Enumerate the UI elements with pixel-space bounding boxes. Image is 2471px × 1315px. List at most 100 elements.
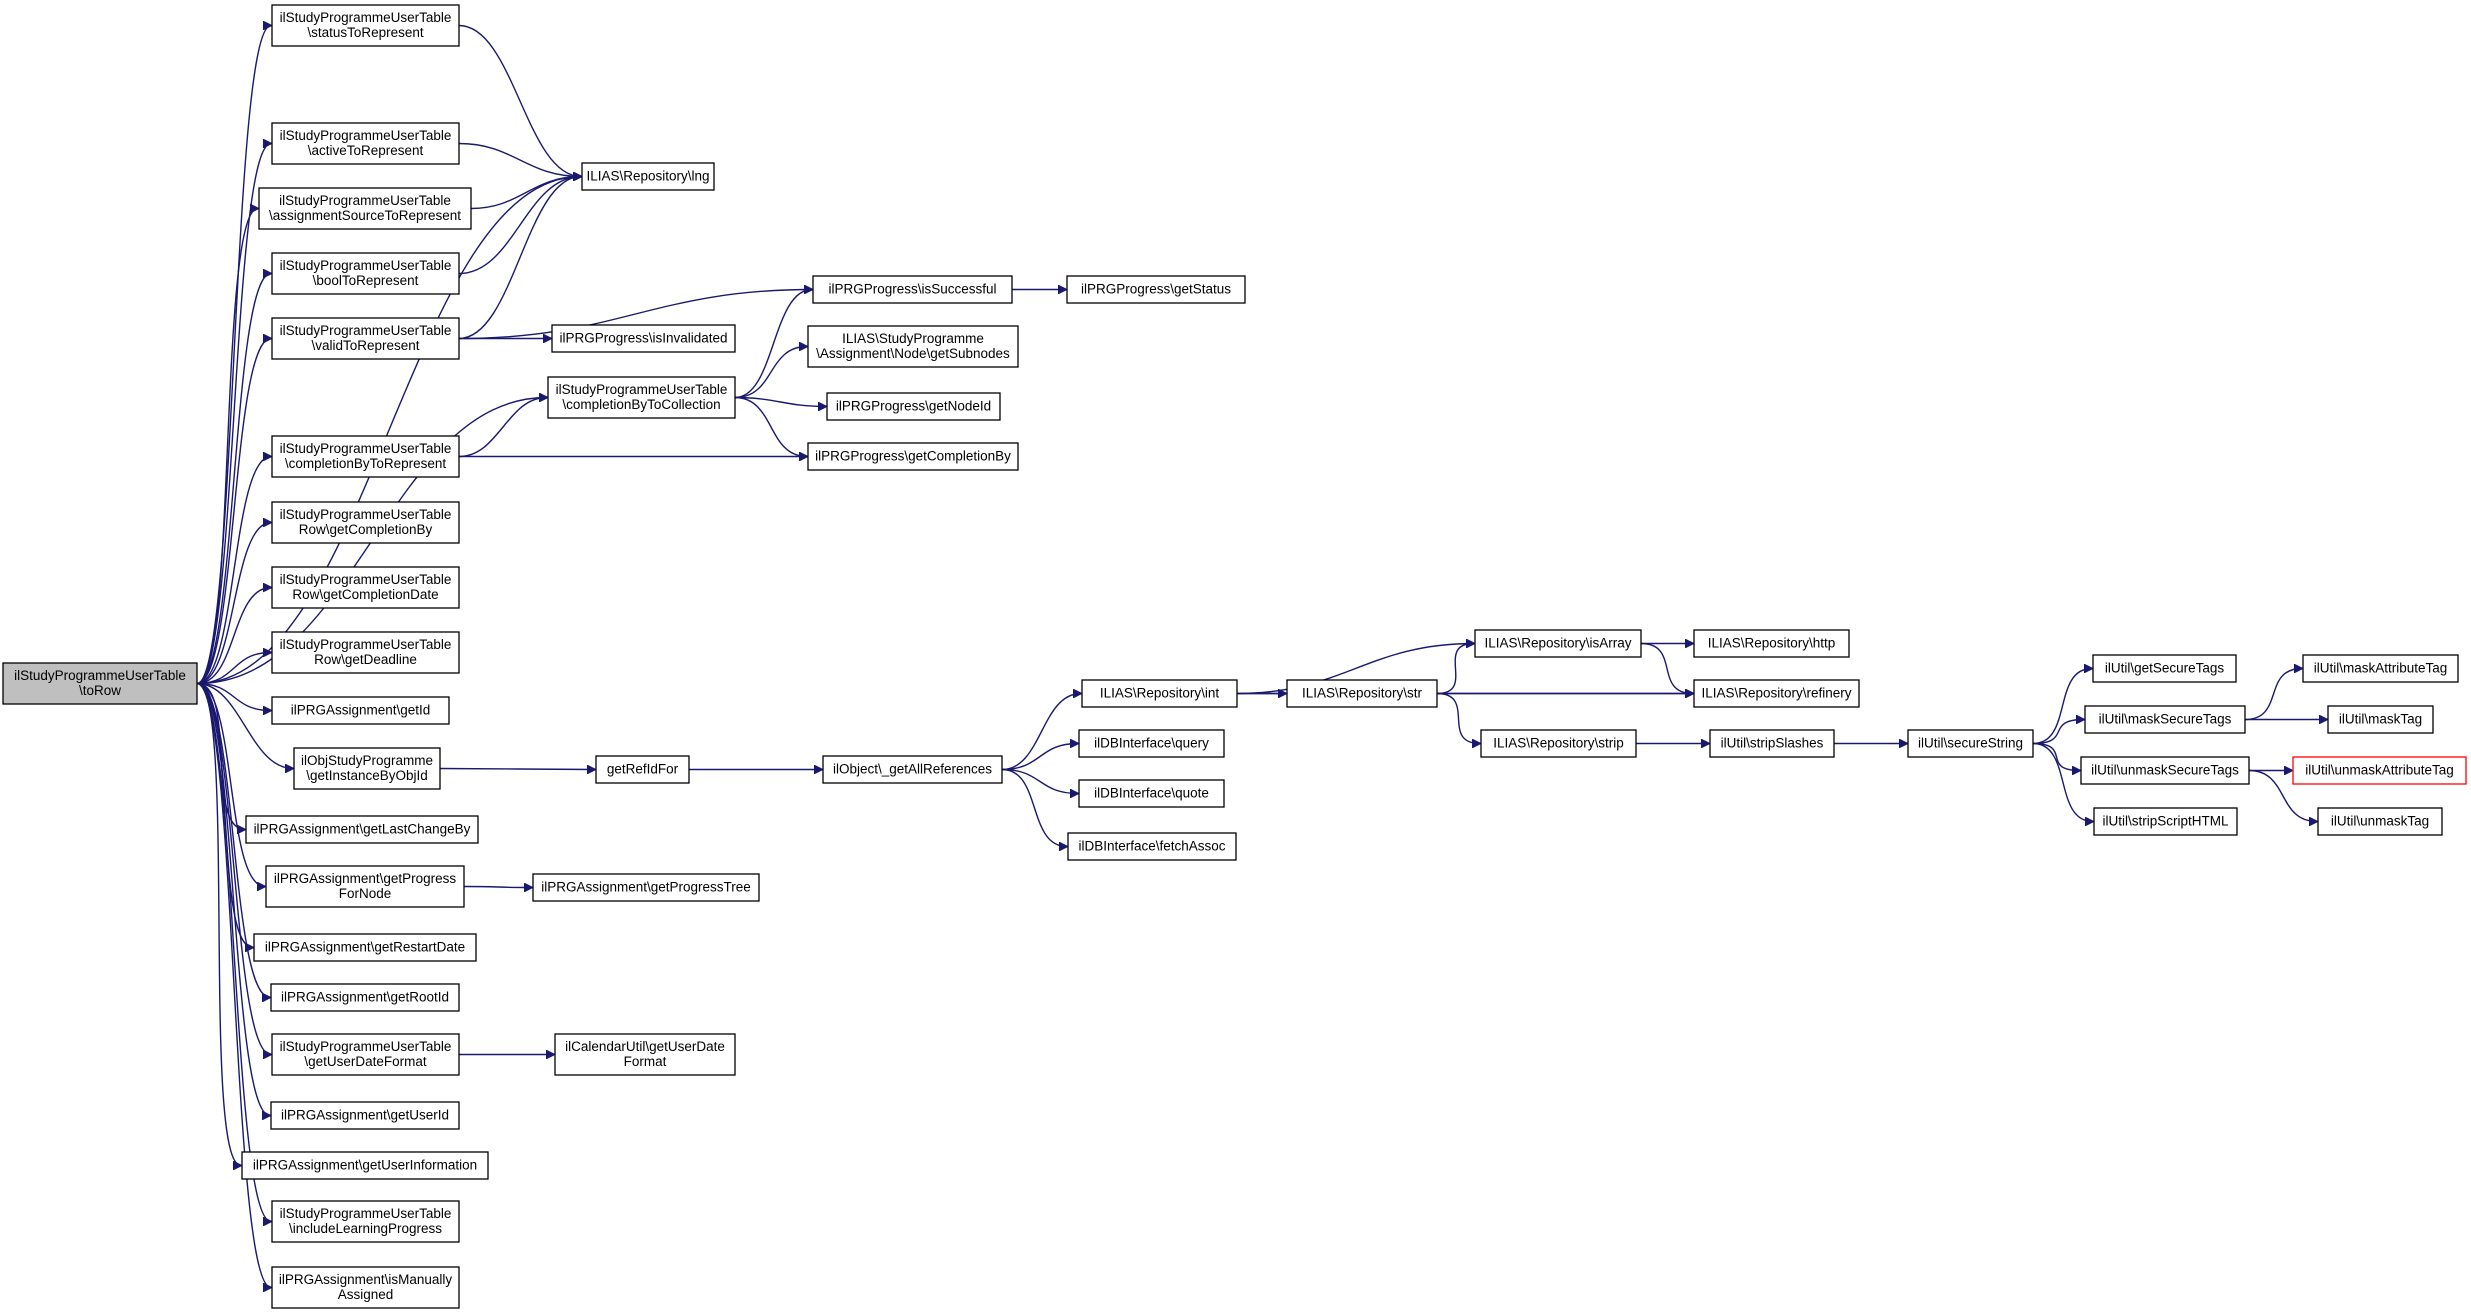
node-box xyxy=(1709,729,1835,758)
node-isSuccessful[interactable]: ilPRGProgress\isSuccessful xyxy=(812,275,1013,304)
edge-root-to-asgGetId xyxy=(196,682,271,711)
edge-objSP-to-getRefIdFor xyxy=(439,769,595,770)
node-objSP[interactable]: ilObjStudyProgramme\getInstanceByObjId xyxy=(293,747,441,790)
node-activeTo[interactable]: ilStudyProgrammeUserTable\activeToRepres… xyxy=(271,122,460,165)
node-lng[interactable]: ILIAS\Repository\lng xyxy=(581,162,715,191)
node-repInt[interactable]: ILIAS\Repository\int xyxy=(1081,679,1238,708)
edge-root-to-rowComplBy xyxy=(196,523,271,685)
node-restartDate[interactable]: ilPRGAssignment\getRestartDate xyxy=(253,933,477,962)
node-complByTo[interactable]: ilStudyProgrammeUserTable\completionByTo… xyxy=(271,435,460,478)
node-label: \activeToRepresent xyxy=(308,143,424,158)
edge-getAllRefs-to-repInt xyxy=(1001,694,1081,771)
node-label: ilUtil\unmaskTag xyxy=(2331,814,2429,829)
node-stripSlashes[interactable]: ilUtil\stripSlashes xyxy=(1709,729,1835,758)
node-label: ILIAS\Repository\lng xyxy=(586,169,709,184)
node-complByColl[interactable]: ilStudyProgrammeUserTable\completionByTo… xyxy=(547,376,736,419)
node-maskTag[interactable]: ilUtil\maskTag xyxy=(2327,705,2434,734)
node-label: ilPRGAssignment\getRootId xyxy=(281,990,449,1005)
edge-root-to-userDateFmt xyxy=(196,682,271,1055)
node-getNodeId[interactable]: ilPRGProgress\getNodeId xyxy=(826,392,1001,421)
node-getSecureTags[interactable]: ilUtil\getSecureTags xyxy=(2092,654,2237,683)
node-secureString[interactable]: ilUtil\secureString xyxy=(1907,729,2034,758)
node-label: ilStudyProgrammeUserTable xyxy=(280,572,452,587)
edge-root-to-boolTo xyxy=(196,274,271,685)
node-unmaskAttrTag[interactable]: ilUtil\unmaskAttributeTag xyxy=(2292,756,2467,785)
node-boolTo[interactable]: ilStudyProgrammeUserTable\boolToRepresen… xyxy=(271,252,460,295)
node-getAllRefs[interactable]: ilObject\_getAllReferences xyxy=(822,755,1003,784)
node-label: ilPRGProgress\getStatus xyxy=(1081,282,1231,297)
edge-complByColl-to-isSuccessful xyxy=(734,290,812,399)
node-refinery[interactable]: ILIAS\Repository\refinery xyxy=(1693,679,1860,708)
node-box xyxy=(270,1101,460,1130)
node-isInvalidated[interactable]: ilPRGProgress\isInvalidated xyxy=(551,324,736,353)
edge-complByColl-to-getComplBy xyxy=(734,396,807,457)
node-box xyxy=(2292,756,2467,785)
node-box xyxy=(2093,807,2238,836)
node-stripScript[interactable]: ilUtil\stripScriptHTML xyxy=(2093,807,2238,836)
node-validTo[interactable]: ilStudyProgrammeUserTable\validToReprese… xyxy=(271,317,460,360)
node-rowComplBy[interactable]: ilStudyProgrammeUserTableRow\getCompleti… xyxy=(271,501,460,544)
node-maskAttrTag[interactable]: ilUtil\maskAttributeTag xyxy=(2302,654,2459,683)
node-unmaskTag[interactable]: ilUtil\unmaskTag xyxy=(2317,807,2443,836)
node-userId[interactable]: ilPRGAssignment\getUserId xyxy=(270,1101,460,1130)
node-label: ilPRGProgress\isInvalidated xyxy=(559,331,727,346)
node-asgGetId[interactable]: ilPRGAssignment\getId xyxy=(271,696,450,725)
node-rowComplDate[interactable]: ilStudyProgrammeUserTableRow\getCompleti… xyxy=(271,566,460,609)
node-box xyxy=(1480,729,1637,758)
edge-statusTo-to-lng xyxy=(458,24,581,177)
node-box xyxy=(551,324,736,353)
node-getStatus[interactable]: ilPRGProgress\getStatus xyxy=(1066,275,1246,304)
node-box xyxy=(271,501,460,544)
node-unmaskSecureTags[interactable]: ilUtil\unmaskSecureTags xyxy=(2080,756,2250,785)
node-getRefIdFor[interactable]: getRefIdFor xyxy=(595,755,690,784)
node-box xyxy=(595,755,690,784)
node-box xyxy=(2084,705,2246,734)
node-getComplBy[interactable]: ilPRGProgress\getCompletionBy xyxy=(807,442,1019,471)
node-statusTo[interactable]: ilStudyProgrammeUserTable\statusToRepres… xyxy=(271,4,460,47)
node-repStr[interactable]: ILIAS\Repository\str xyxy=(1286,679,1438,708)
node-label: ilUtil\maskSecureTags xyxy=(2099,712,2232,727)
node-getSubnodes[interactable]: ILIAS\StudyProgramme\Assignment\Node\get… xyxy=(807,325,1019,368)
node-assignSrc[interactable]: ilStudyProgrammeUserTable\assignmentSour… xyxy=(258,187,472,230)
node-repHttp[interactable]: ILIAS\Repository\http xyxy=(1693,629,1850,658)
node-maskSecureTags[interactable]: ilUtil\maskSecureTags xyxy=(2084,705,2246,734)
node-label: \validToRepresent xyxy=(311,338,419,353)
node-label: ilPRGAssignment\getRestartDate xyxy=(265,940,465,955)
edges-layer xyxy=(196,24,2327,1288)
node-root[interactable]: ilStudyProgrammeUserTable\toRow xyxy=(2,662,198,705)
node-dbQuote[interactable]: ilDBInterface\quote xyxy=(1078,779,1225,808)
node-box xyxy=(271,435,460,478)
node-inclLP[interactable]: ilStudyProgrammeUserTable\includeLearnin… xyxy=(271,1200,460,1243)
edge-root-to-assignSrc xyxy=(196,209,258,685)
node-lastChange[interactable]: ilPRGAssignment\getLastChangeBy xyxy=(245,815,479,844)
node-userInfo[interactable]: ilPRGAssignment\getUserInformation xyxy=(241,1151,489,1180)
node-label: Row\getDeadline xyxy=(314,652,417,667)
node-box xyxy=(271,252,460,295)
node-progTree[interactable]: ilPRGAssignment\getProgressTree xyxy=(532,873,760,902)
node-userDateFmt[interactable]: ilStudyProgrammeUserTable\getUserDateFor… xyxy=(271,1033,460,1076)
node-label: ilUtil\stripSlashes xyxy=(1721,736,1824,751)
node-box xyxy=(2,662,198,705)
node-calUtil[interactable]: ilCalendarUtil\getUserDateFormat xyxy=(554,1033,736,1076)
node-label: Row\getCompletionDate xyxy=(292,587,438,602)
node-label: \completionByToCollection xyxy=(562,397,720,412)
node-dbQuery[interactable]: ilDBInterface\query xyxy=(1078,729,1225,758)
node-box xyxy=(271,696,450,725)
node-dbFetch[interactable]: ilDBInterface\fetchAssoc xyxy=(1067,832,1237,861)
node-label: \getUserDateFormat xyxy=(304,1054,427,1069)
node-box xyxy=(807,325,1019,368)
node-repStrip[interactable]: ILIAS\Repository\strip xyxy=(1480,729,1637,758)
node-rootId[interactable]: ilPRGAssignment\getRootId xyxy=(270,983,460,1012)
node-box xyxy=(1907,729,2034,758)
node-label: \Assignment\Node\getSubnodes xyxy=(816,346,1010,361)
node-box xyxy=(807,442,1019,471)
edge-activeTo-to-lng xyxy=(458,142,581,177)
node-repIsArray[interactable]: ILIAS\Repository\isArray xyxy=(1474,629,1642,658)
node-label: ilPRGAssignment\getProgressTree xyxy=(541,880,751,895)
node-label: ilPRGProgress\getCompletionBy xyxy=(815,449,1011,464)
node-box xyxy=(245,815,479,844)
node-box xyxy=(2327,705,2434,734)
